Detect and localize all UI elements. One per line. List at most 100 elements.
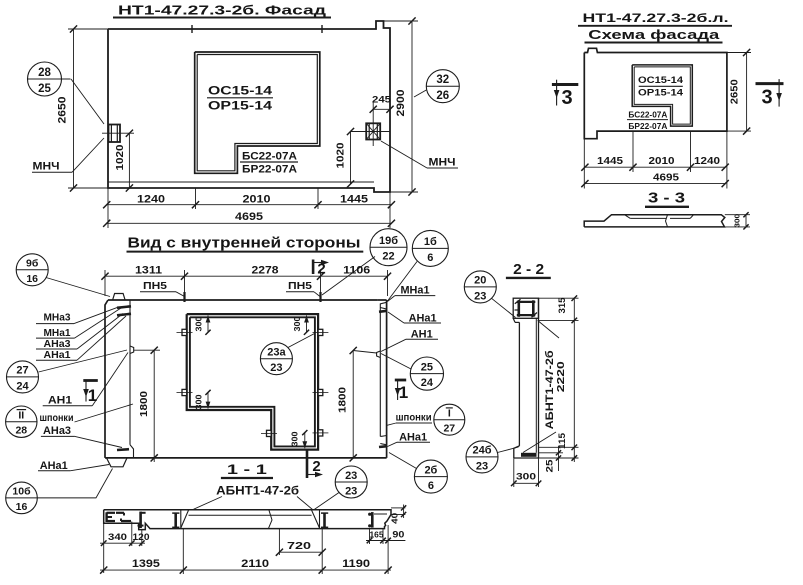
svg-text:1106: 1106 <box>343 264 370 276</box>
svg-text:23: 23 <box>270 362 282 374</box>
svg-text:10б: 10б <box>12 486 31 498</box>
svg-text:1800: 1800 <box>337 387 349 413</box>
svg-text:4695: 4695 <box>653 172 679 184</box>
svg-text:23а: 23а <box>267 347 286 359</box>
svg-text:1: 1 <box>88 386 97 405</box>
svg-text:ОР15-14: ОР15-14 <box>638 88 684 99</box>
svg-text:1445: 1445 <box>340 193 368 205</box>
svg-text:ПН5: ПН5 <box>288 281 313 292</box>
svg-text:МНЧ: МНЧ <box>33 161 60 173</box>
svg-text:300: 300 <box>195 394 204 410</box>
svg-text:МНа1: МНа1 <box>44 327 71 339</box>
svg-text:1б: 1б <box>424 236 437 248</box>
svg-text:2278: 2278 <box>252 264 279 276</box>
svg-text:300: 300 <box>195 316 204 332</box>
svg-text:6: 6 <box>427 252 433 264</box>
svg-text:19б: 19б <box>379 235 398 247</box>
svg-text:245: 245 <box>372 95 392 106</box>
svg-text:23: 23 <box>474 290 486 302</box>
svg-text:26: 26 <box>436 90 449 102</box>
svg-text:120: 120 <box>133 532 150 543</box>
svg-text:2650: 2650 <box>57 97 69 124</box>
svg-text:40: 40 <box>390 512 400 523</box>
svg-text:1311: 1311 <box>135 264 162 276</box>
svg-text:1800: 1800 <box>138 391 150 417</box>
svg-text:АНа1: АНа1 <box>44 349 71 361</box>
svg-text:27: 27 <box>443 423 455 435</box>
svg-text:1445: 1445 <box>597 155 623 167</box>
svg-text:АНа1: АНа1 <box>40 460 68 472</box>
svg-text:28: 28 <box>38 67 51 79</box>
svg-text:2650: 2650 <box>730 79 741 104</box>
svg-text:3: 3 <box>561 87 572 109</box>
svg-text:шпонки: шпонки <box>396 412 432 424</box>
svg-text:25: 25 <box>421 361 433 373</box>
svg-text:БР22-07А: БР22-07А <box>242 164 297 176</box>
svg-text:22: 22 <box>382 251 394 263</box>
svg-text:24: 24 <box>421 377 434 389</box>
svg-text:20: 20 <box>474 275 486 287</box>
svg-text:шпонки: шпонки <box>40 412 74 424</box>
svg-text:165: 165 <box>370 529 384 539</box>
svg-text:АНа1: АНа1 <box>409 312 437 324</box>
svg-text:1020: 1020 <box>335 142 347 168</box>
svg-text:3 - 3: 3 - 3 <box>648 191 685 207</box>
svg-text:23: 23 <box>345 486 357 498</box>
svg-text:2: 2 <box>312 458 320 475</box>
svg-text:9б: 9б <box>26 258 39 270</box>
svg-text:АБНТ1-47-2б: АБНТ1-47-2б <box>216 484 299 498</box>
svg-text:1395: 1395 <box>132 558 160 570</box>
svg-text:2: 2 <box>317 261 325 278</box>
svg-text:24: 24 <box>16 380 29 392</box>
svg-text:БС22-07А: БС22-07А <box>628 109 667 119</box>
svg-text:МНа3: МНа3 <box>44 311 71 323</box>
svg-text:2 - 2: 2 - 2 <box>513 262 544 278</box>
svg-text:АНа1: АНа1 <box>399 431 427 443</box>
svg-text:МНЧ: МНЧ <box>429 157 456 169</box>
svg-text:ПН5: ПН5 <box>143 281 168 292</box>
svg-text:300: 300 <box>291 431 300 447</box>
svg-text:Вид с внутренней стороны: Вид с внутренней стороны <box>128 235 361 252</box>
svg-text:2010: 2010 <box>243 193 271 205</box>
svg-text:315: 315 <box>557 297 568 314</box>
svg-text:90: 90 <box>392 529 404 539</box>
svg-text:3: 3 <box>761 87 772 109</box>
svg-text:16: 16 <box>26 273 38 285</box>
svg-text:АНа3: АНа3 <box>43 425 71 437</box>
svg-text:I: I <box>448 408 451 420</box>
svg-text:2б: 2б <box>424 464 437 476</box>
svg-text:25: 25 <box>545 459 556 473</box>
svg-text:300: 300 <box>293 316 302 332</box>
svg-text:2900: 2900 <box>395 90 407 117</box>
svg-text:НТ1-47.27.3-2б.л.: НТ1-47.27.3-2б.л. <box>583 11 729 25</box>
svg-text:2110: 2110 <box>241 558 269 570</box>
svg-text:II: II <box>18 410 24 422</box>
svg-text:1020: 1020 <box>114 144 126 170</box>
svg-text:АНа3: АНа3 <box>44 338 71 350</box>
svg-text:ОР15-14: ОР15-14 <box>208 101 273 113</box>
svg-text:МНа1: МНа1 <box>401 285 430 297</box>
svg-text:27: 27 <box>16 365 28 377</box>
svg-text:23: 23 <box>345 470 357 482</box>
svg-text:340: 340 <box>108 532 127 543</box>
svg-text:1240: 1240 <box>694 155 720 167</box>
svg-text:23: 23 <box>476 460 488 472</box>
svg-text:28: 28 <box>15 425 27 437</box>
svg-text:ОС15-14: ОС15-14 <box>638 75 684 86</box>
svg-text:1240: 1240 <box>137 193 165 205</box>
svg-text:2220: 2220 <box>555 361 567 392</box>
svg-text:115: 115 <box>557 432 568 449</box>
svg-text:25: 25 <box>38 83 51 95</box>
svg-text:4695: 4695 <box>235 211 263 223</box>
svg-text:1190: 1190 <box>342 558 370 570</box>
svg-text:АБНТ1-47-2б: АБНТ1-47-2б <box>544 350 556 429</box>
svg-text:ОС15-14: ОС15-14 <box>208 86 273 98</box>
svg-text:6: 6 <box>428 480 434 492</box>
svg-text:720: 720 <box>287 540 311 552</box>
svg-text:1 - 1: 1 - 1 <box>227 461 267 477</box>
svg-text:32: 32 <box>436 74 449 86</box>
svg-text:2010: 2010 <box>649 155 675 167</box>
svg-text:1: 1 <box>399 383 408 402</box>
svg-text:БС22-07А: БС22-07А <box>242 151 297 163</box>
svg-text:300: 300 <box>733 214 742 228</box>
